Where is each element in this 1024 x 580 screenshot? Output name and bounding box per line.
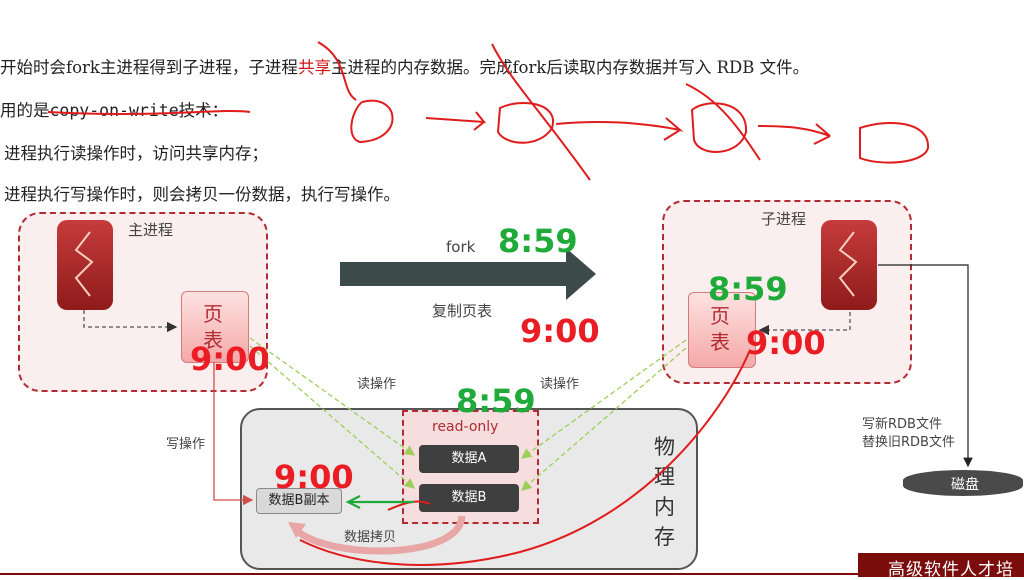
child-to-pagetable — [758, 312, 851, 336]
write-op-label: 写操作 — [166, 437, 206, 452]
data-copy-arrow — [293, 515, 466, 555]
child-squiggle — [838, 231, 858, 297]
main-process-label: 主进程 — [128, 221, 174, 239]
rdb-write-label: 写新RDB文件 替换旧RDB文件 — [862, 417, 955, 450]
disk-icon — [903, 470, 1023, 496]
main-squiggle — [74, 231, 94, 297]
intro-text-end: 主进程的内存数据。完成fork后读取内存数据并写入 RDB 文件。 — [330, 58, 810, 77]
time-child-red: 9:00 — [746, 324, 826, 362]
data-b-copy: 数据B副本 — [256, 488, 342, 514]
data-a: 数据A — [419, 445, 519, 473]
read-child-a — [520, 339, 687, 459]
read-main-b — [249, 345, 415, 489]
time-copy-red: 9:00 — [274, 458, 354, 496]
read-op-right-label: 读操作 — [540, 377, 580, 392]
read-op-left-label: 读操作 — [357, 377, 397, 392]
cow-suffix: 技术： — [178, 101, 229, 120]
main-page-table-label: 页 表 — [203, 302, 223, 352]
child-page-table-label: 页 表 — [710, 304, 730, 354]
read-main-a — [249, 337, 416, 456]
time-fork-red: 9:00 — [520, 312, 600, 350]
intro-line-4: 进程执行写操作时，则会拷贝一份数据，执行写操作。 — [4, 185, 400, 204]
time-main-red: 9:00 — [190, 340, 270, 378]
handwriting — [47, 41, 930, 566]
child-process-label: 子进程 — [761, 210, 807, 228]
time-child-green: 8:59 — [708, 270, 788, 308]
physical-memory-title: 物 理 内 存 — [654, 435, 675, 549]
rdb-arrow — [878, 264, 973, 468]
main-page-table — [181, 291, 249, 363]
footer-banner — [858, 553, 1024, 577]
time-fork-green: 8:59 — [498, 222, 578, 260]
copy-page-table-label: 复制页表 — [432, 302, 493, 320]
fork-arrow — [340, 248, 596, 300]
child-page-table — [688, 292, 756, 368]
intro-line-3: 进程执行读操作时，访问共享内存； — [4, 144, 268, 163]
intro-text: 开始时会fork主进程得到子进程，子进程 — [0, 58, 298, 77]
main-to-pagetable — [83, 310, 178, 333]
time-readonly-green: 8:59 — [456, 382, 536, 420]
cow-prefix: 用的是 — [0, 101, 50, 120]
cow-term: copy-on-write — [49, 101, 179, 120]
intro-line-2: 用的是copy-on-write技术： — [0, 97, 228, 121]
main-process-icon — [57, 220, 113, 310]
child-process-icon — [821, 220, 877, 310]
intro-line-1: 开始时会fork主进程得到子进程，子进程共享主进程的内存数据。完成fork后读取… — [0, 54, 809, 78]
fork-label: fork — [446, 238, 476, 256]
footer-text: 高级软件人才培 — [888, 560, 1014, 580]
footer-line — [0, 573, 858, 575]
write-arrow — [213, 362, 254, 506]
shared-highlight: 共享 — [297, 58, 331, 77]
read-child-b — [521, 347, 687, 491]
disk-label: 磁盘 — [951, 477, 979, 493]
data-b: 数据B — [419, 484, 519, 512]
read-only-label: read-only — [432, 419, 499, 435]
data-copy-label: 数据拷贝 — [344, 530, 397, 545]
